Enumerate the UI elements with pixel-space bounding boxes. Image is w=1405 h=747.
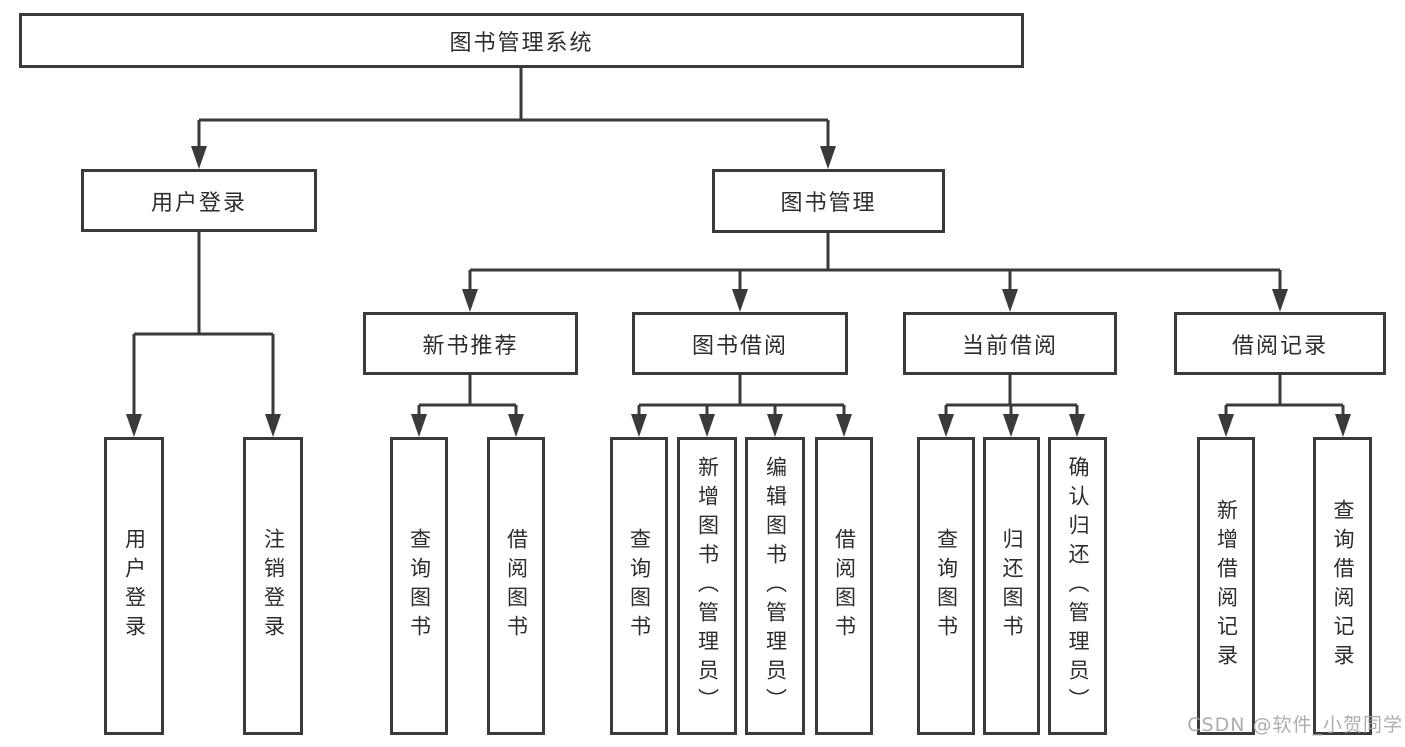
leaf-add-borrow-record: 新增借阅记录	[1197, 437, 1255, 735]
leaf-query-borrow-record-label: 查询借阅记录	[1331, 499, 1355, 673]
leaf-user-login: 用户登录	[104, 437, 164, 735]
leaf-return-books: 归还图书	[983, 437, 1040, 735]
leaf-add-books-admin-label: 新增图书（管理员）	[695, 455, 720, 717]
leaf-edit-books-admin: 编辑图书（管理员）	[745, 437, 805, 735]
node-book-borrow-label: 图书借阅	[691, 333, 788, 359]
leaf-query-books-3-label: 查询图书	[934, 528, 959, 644]
leaf-borrow-books-2-label: 借阅图书	[832, 528, 857, 644]
leaf-borrow-books-1-label: 借阅图书	[504, 528, 529, 644]
leaf-query-books-1-label: 查询图书	[407, 528, 432, 644]
node-new-book-recommend-label: 新书推荐	[422, 333, 519, 359]
node-borrow-records-label: 借阅记录	[1231, 333, 1328, 359]
leaf-edit-books-admin-label: 编辑图书（管理员）	[763, 455, 788, 717]
node-user-login: 用户登录	[81, 169, 317, 232]
node-current-borrow-label: 当前借阅	[961, 333, 1058, 359]
node-root-label: 图书管理系统	[449, 30, 594, 56]
node-user-login-label: 用户登录	[150, 190, 247, 216]
arrowheads	[126, 146, 1351, 437]
node-new-book-recommend: 新书推荐	[363, 312, 578, 375]
leaf-logout: 注销登录	[243, 437, 303, 735]
leaf-add-books-admin: 新增图书（管理员）	[677, 437, 737, 735]
leaf-return-books-label: 归还图书	[1000, 528, 1024, 644]
node-current-borrow: 当前借阅	[903, 312, 1117, 375]
leaf-query-books-1: 查询图书	[390, 437, 448, 735]
leaf-borrow-books-1: 借阅图书	[487, 437, 545, 735]
leaf-query-books-2-label: 查询图书	[627, 528, 652, 644]
node-book-management-label: 图书管理	[780, 191, 877, 216]
leaf-add-borrow-record-label: 新增借阅记录	[1214, 499, 1239, 673]
leaf-confirm-return-admin: 确认归还（管理员）	[1048, 437, 1107, 735]
leaf-query-borrow-record: 查询借阅记录	[1313, 437, 1372, 735]
node-book-management: 图书管理	[712, 169, 945, 233]
leaf-logout-label: 注销登录	[261, 528, 286, 644]
leaf-borrow-books-2: 借阅图书	[815, 437, 873, 735]
node-root: 图书管理系统	[19, 13, 1024, 68]
node-book-borrow: 图书借阅	[632, 312, 848, 375]
leaf-query-books-3: 查询图书	[917, 437, 975, 735]
node-borrow-records: 借阅记录	[1174, 312, 1386, 375]
leaf-confirm-return-admin-label: 确认归还（管理员）	[1066, 455, 1090, 717]
leaf-user-login-label: 用户登录	[122, 528, 147, 644]
leaf-query-books-2: 查询图书	[610, 437, 668, 735]
csdn-watermark: CSDN @软件_小贺同学	[1187, 714, 1403, 736]
